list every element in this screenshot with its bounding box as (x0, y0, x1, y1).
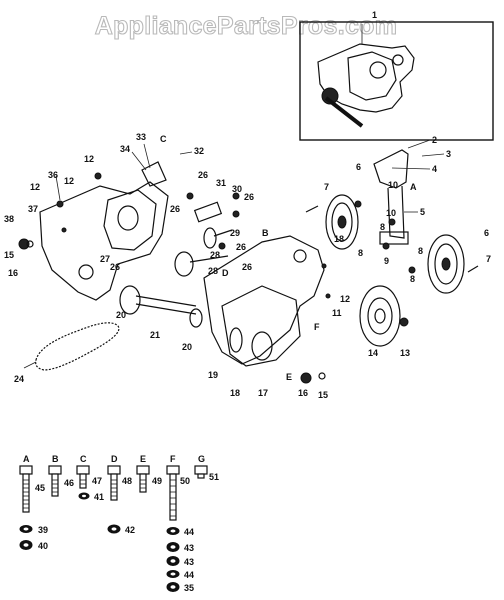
callout-26a: 26 (170, 204, 180, 214)
letter-b-top: B (262, 228, 269, 238)
letter-c-top: C (160, 134, 167, 144)
hw-nut-42: 42 (125, 525, 135, 535)
callout-36: 36 (48, 170, 58, 180)
callout-37: 37 (28, 204, 38, 214)
callout-15a: 15 (4, 250, 14, 260)
hw-bolt-51: 51 (209, 472, 219, 482)
callout-21: 21 (150, 330, 160, 340)
callout-12b: 12 (64, 176, 74, 186)
callout-28a: 28 (210, 250, 220, 260)
callout-28b: 28 (208, 266, 218, 276)
hw-bolt-48: 48 (122, 476, 132, 486)
callout-15b: 15 (318, 390, 328, 400)
hw-letter-d: D (111, 454, 118, 464)
callout-18a: 18 (334, 234, 344, 244)
callout-19: 19 (208, 370, 218, 380)
callout-26d: 26 (236, 242, 246, 252)
callout-38: 38 (4, 214, 14, 224)
hw-nut-43a: 43 (184, 543, 194, 553)
callout-14: 14 (368, 348, 378, 358)
hw-bolt-46: 46 (64, 478, 74, 488)
hw-washer-44b: 44 (184, 570, 194, 580)
callout-20b: 20 (182, 342, 192, 352)
callout-29: 29 (230, 228, 240, 238)
callout-8d: 8 (410, 274, 415, 284)
callout-3: 3 (446, 149, 451, 159)
hw-bolt-45: 45 (35, 483, 45, 493)
hw-bolt-47: 47 (92, 476, 102, 486)
hw-letter-g: G (198, 454, 205, 464)
callout-6b: 6 (484, 228, 489, 238)
hw-letter-c: C (80, 454, 87, 464)
callout-4: 4 (432, 164, 437, 174)
hw-nut-43b: 43 (184, 557, 194, 567)
callout-26f: 26 (242, 262, 252, 272)
callout-7b: 7 (486, 254, 491, 264)
callout-11: 11 (332, 308, 342, 318)
letter-d-top: D (222, 268, 229, 278)
drive-belt (35, 322, 120, 371)
callout-12c: 12 (30, 182, 40, 192)
callout-34: 34 (120, 144, 130, 154)
center-transmission-housing (203, 235, 331, 384)
inset-assembly-view (299, 21, 494, 141)
callout-1: 1 (372, 10, 377, 20)
callout-10a: 10 (388, 180, 398, 190)
callout-26e: 26 (110, 262, 120, 272)
gear-shaft-assembly (119, 192, 240, 328)
callout-16b: 16 (298, 388, 308, 398)
callout-8c: 8 (418, 246, 423, 256)
letter-f-top: F (314, 322, 320, 332)
left-gear-housing (18, 161, 169, 301)
callout-5: 5 (420, 207, 425, 217)
callout-18b: 18 (230, 388, 240, 398)
letter-a-top: A (410, 182, 417, 192)
hw-letter-b: B (52, 454, 59, 464)
callout-8a: 8 (358, 248, 363, 258)
hw-bolt-49: 49 (152, 476, 162, 486)
callout-33: 33 (136, 132, 146, 142)
callout-27: 27 (100, 254, 110, 264)
callout-17: 17 (258, 388, 268, 398)
callout-6a: 6 (356, 162, 361, 172)
callout-10b: 10 (386, 208, 396, 218)
hw-nut-40: 40 (38, 541, 48, 551)
callout-12d: 12 (340, 294, 350, 304)
callout-26b: 26 (198, 170, 208, 180)
hw-washer-41: 41 (94, 492, 104, 502)
callout-8b: 8 (380, 222, 385, 232)
callout-12a: 12 (84, 154, 94, 164)
callout-32: 32 (194, 146, 204, 156)
hw-washer-44a: 44 (184, 527, 194, 537)
wheel-assembly (305, 149, 479, 347)
hw-nut-35: 35 (184, 583, 194, 593)
callout-24: 24 (14, 374, 24, 384)
callout-20a: 20 (116, 310, 126, 320)
hw-letter-f: F (170, 454, 176, 464)
letter-e-top: E (286, 372, 292, 382)
callout-31: 31 (216, 178, 226, 188)
callout-labels: 1 2 3 4 5 6 6 7 7 8 8 8 8 9 10 10 11 12 … (4, 10, 491, 400)
hw-letter-a: A (23, 454, 30, 464)
callout-2: 2 (432, 135, 437, 145)
hw-letter-e: E (140, 454, 146, 464)
callout-16a: 16 (8, 268, 18, 278)
hardware-legend: A B C D E F G 45 46 47 48 49 50 (19, 454, 219, 593)
callout-7a: 7 (324, 182, 329, 192)
callout-9: 9 (384, 256, 389, 266)
callout-13: 13 (400, 348, 410, 358)
watermark-text: AppliancePartsPros.com (95, 12, 398, 40)
hw-bolt-50: 50 (180, 476, 190, 486)
callout-26c: 26 (244, 192, 254, 202)
hw-washer-39: 39 (38, 525, 48, 535)
callout-30: 30 (232, 184, 242, 194)
